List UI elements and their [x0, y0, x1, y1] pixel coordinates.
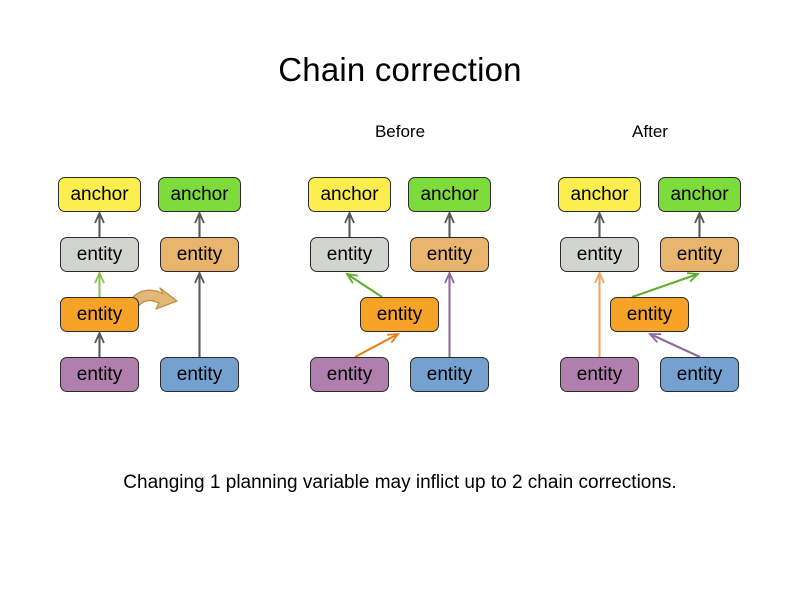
- before-arrow-orange-to-grey-head: [345, 272, 359, 284]
- before-entity-purple-label: entity: [326, 364, 373, 385]
- before-arrow-grey-to-yellow-anchor: [344, 210, 355, 237]
- original-arrow-grey-to-yellow-anchor: [94, 210, 105, 237]
- after-entity-orange-label: entity: [626, 304, 673, 325]
- before-arrow-blue-to-tan-head: [444, 270, 455, 284]
- original-entity-purple-label: entity: [76, 364, 123, 385]
- after-arrow-tan-to-green-anchor: [694, 210, 705, 237]
- before-arrow-orange-to-grey-shaft: [346, 273, 383, 298]
- original-entity-tan[interactable]: entity: [160, 237, 239, 272]
- after-arrow-blue-to-orange-head: [647, 333, 662, 343]
- after-entity-purple[interactable]: entity: [560, 357, 639, 392]
- before-entity-tan-label: entity: [426, 244, 473, 265]
- before-entity-blue-label: entity: [426, 364, 473, 385]
- before-entity-blue[interactable]: entity: [410, 357, 489, 392]
- after-entity-blue[interactable]: entity: [660, 357, 739, 392]
- after-entity-purple-label: entity: [576, 364, 623, 385]
- original-entity-tan-label: entity: [176, 244, 223, 265]
- original-arrow-tan-to-green-anchor: [194, 210, 205, 237]
- original-entity-blue-label: entity: [176, 364, 223, 385]
- after-entity-tan[interactable]: entity: [660, 237, 739, 272]
- after-anchor-yellow[interactable]: anchor: [558, 177, 641, 212]
- after-arrow-orange-to-tan: [631, 272, 701, 298]
- original-entity-purple[interactable]: entity: [60, 357, 139, 392]
- before-arrow-tan-to-green-anchor-head: [444, 210, 455, 224]
- original-arrow-blue-to-tan-head: [194, 270, 205, 284]
- original-arrow-orange-to-grey-head: [94, 270, 105, 284]
- original-entity-grey-label: entity: [76, 244, 123, 265]
- original-arrow-purple-to-orange-head: [94, 330, 105, 344]
- before-entity-tan[interactable]: entity: [410, 237, 489, 272]
- original-entity-blue[interactable]: entity: [160, 357, 239, 392]
- original-arrow-orange-to-grey: [94, 270, 105, 297]
- after-arrow-tan-to-green-anchor-head: [694, 210, 705, 224]
- original-anchor-yellow-label: anchor: [70, 184, 129, 205]
- before-arrow-grey-to-yellow-anchor-head: [344, 210, 355, 224]
- before-arrow-blue-to-tan: [444, 270, 455, 357]
- original-arrow-blue-to-tan: [194, 270, 205, 357]
- before-entity-grey-label: entity: [326, 244, 373, 265]
- after-entity-grey[interactable]: entity: [560, 237, 639, 272]
- panel-label-before: Before: [374, 122, 426, 141]
- before-arrow-tan-to-green-anchor: [444, 210, 455, 237]
- original-arrow-tan-to-green-anchor-head: [194, 210, 205, 224]
- before-arrow-purple-to-orange-head: [386, 332, 400, 344]
- after-arrow-orange-to-tan-head: [686, 272, 701, 283]
- after-anchor-yellow-label: anchor: [570, 184, 629, 205]
- after-arrow-orange-to-tan-shaft: [631, 273, 699, 298]
- original-anchor-green[interactable]: anchor: [158, 177, 241, 212]
- after-entity-blue-label: entity: [676, 364, 723, 385]
- before-anchor-yellow[interactable]: anchor: [308, 177, 391, 212]
- diagram-caption: Changing 1 planning variable may inflict…: [123, 472, 677, 493]
- after-arrow-purple-to-grey: [594, 270, 605, 357]
- original-anchor-yellow[interactable]: anchor: [58, 177, 141, 212]
- after-arrow-grey-to-yellow-anchor-head: [594, 210, 605, 224]
- before-anchor-yellow-label: anchor: [320, 184, 379, 205]
- after-entity-orange[interactable]: entity: [610, 297, 689, 332]
- after-arrow-blue-to-orange-shaft: [649, 333, 701, 358]
- page-title: Chain correction: [278, 51, 522, 89]
- original-entity-orange-label: entity: [76, 304, 123, 325]
- after-arrow-purple-to-grey-head: [594, 270, 605, 284]
- before-anchor-green[interactable]: anchor: [408, 177, 491, 212]
- original-anchor-green-label: anchor: [170, 184, 229, 205]
- after-entity-tan-label: entity: [676, 244, 723, 265]
- after-anchor-green[interactable]: anchor: [658, 177, 741, 212]
- after-arrow-grey-to-yellow-anchor: [594, 210, 605, 237]
- before-entity-grey[interactable]: entity: [310, 237, 389, 272]
- original-arrow-grey-to-yellow-anchor-head: [94, 210, 105, 224]
- before-arrow-orange-to-grey: [345, 272, 383, 298]
- original-arrow-purple-to-orange: [94, 330, 105, 357]
- original-entity-orange[interactable]: entity: [60, 297, 139, 332]
- before-entity-purple[interactable]: entity: [310, 357, 389, 392]
- original-entity-grey[interactable]: entity: [60, 237, 139, 272]
- after-entity-grey-label: entity: [576, 244, 623, 265]
- after-arrow-blue-to-orange: [647, 333, 701, 358]
- before-anchor-green-label: anchor: [420, 184, 479, 205]
- before-arrow-purple-to-orange: [354, 332, 400, 358]
- before-entity-orange-label: entity: [376, 304, 423, 325]
- before-arrow-purple-to-orange-shaft: [354, 333, 399, 358]
- panel-label-after: After: [632, 122, 668, 141]
- before-entity-orange[interactable]: entity: [360, 297, 439, 332]
- after-anchor-green-label: anchor: [670, 184, 729, 205]
